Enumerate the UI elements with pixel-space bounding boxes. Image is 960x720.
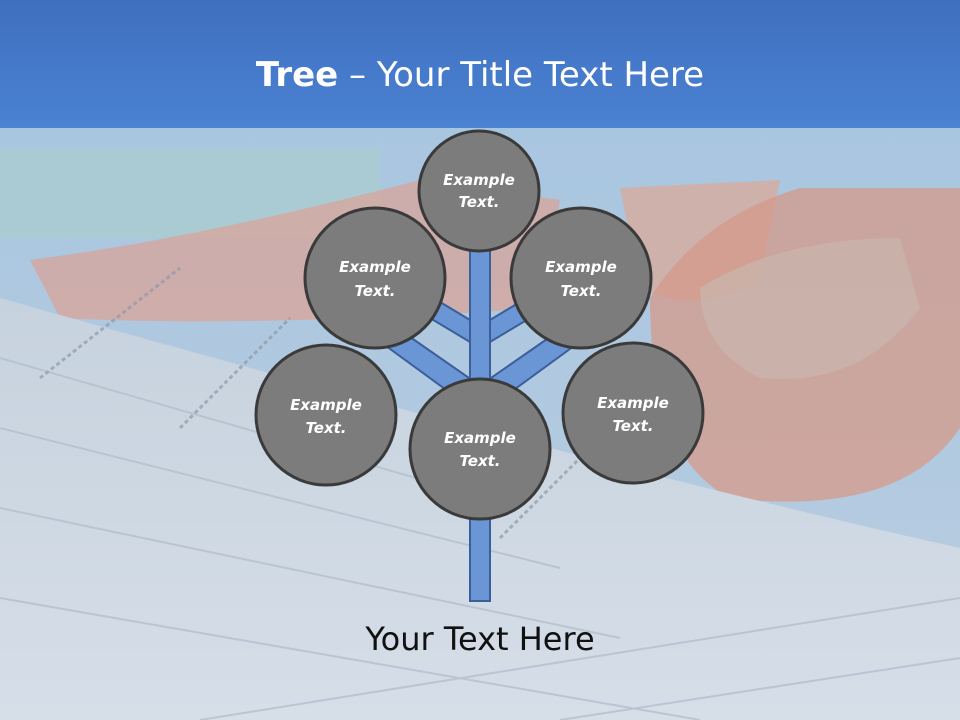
node-label: Text.: [354, 282, 395, 300]
node-label: Text.: [458, 193, 499, 211]
title-bar: [0, 0, 960, 128]
node-label: Text.: [459, 452, 500, 470]
node-top: Example Text.: [417, 129, 541, 253]
node-lower-left: Example Text.: [254, 343, 398, 487]
node-label: Text.: [560, 282, 601, 300]
caption-text: Your Text Here: [365, 620, 595, 658]
node-label: Example: [443, 171, 515, 189]
node-label: Example: [339, 258, 411, 276]
node-label: Text.: [612, 417, 653, 435]
slide-title: Tree – Your Title Text Here: [0, 52, 960, 98]
node-label: Example: [545, 258, 617, 276]
node-label: Example: [597, 394, 669, 412]
title-rest: – Your Title Text Here: [338, 55, 705, 95]
node-label: Example: [290, 396, 362, 414]
node-center: Example Text.: [408, 377, 552, 521]
node-label: Example: [444, 429, 516, 447]
node-upper-left: Example Text.: [303, 206, 447, 350]
node-upper-right: Example Text.: [509, 206, 653, 350]
title-bold: Tree: [255, 55, 339, 95]
node-lower-right: Example Text.: [561, 341, 705, 485]
node-label: Text.: [305, 419, 346, 437]
